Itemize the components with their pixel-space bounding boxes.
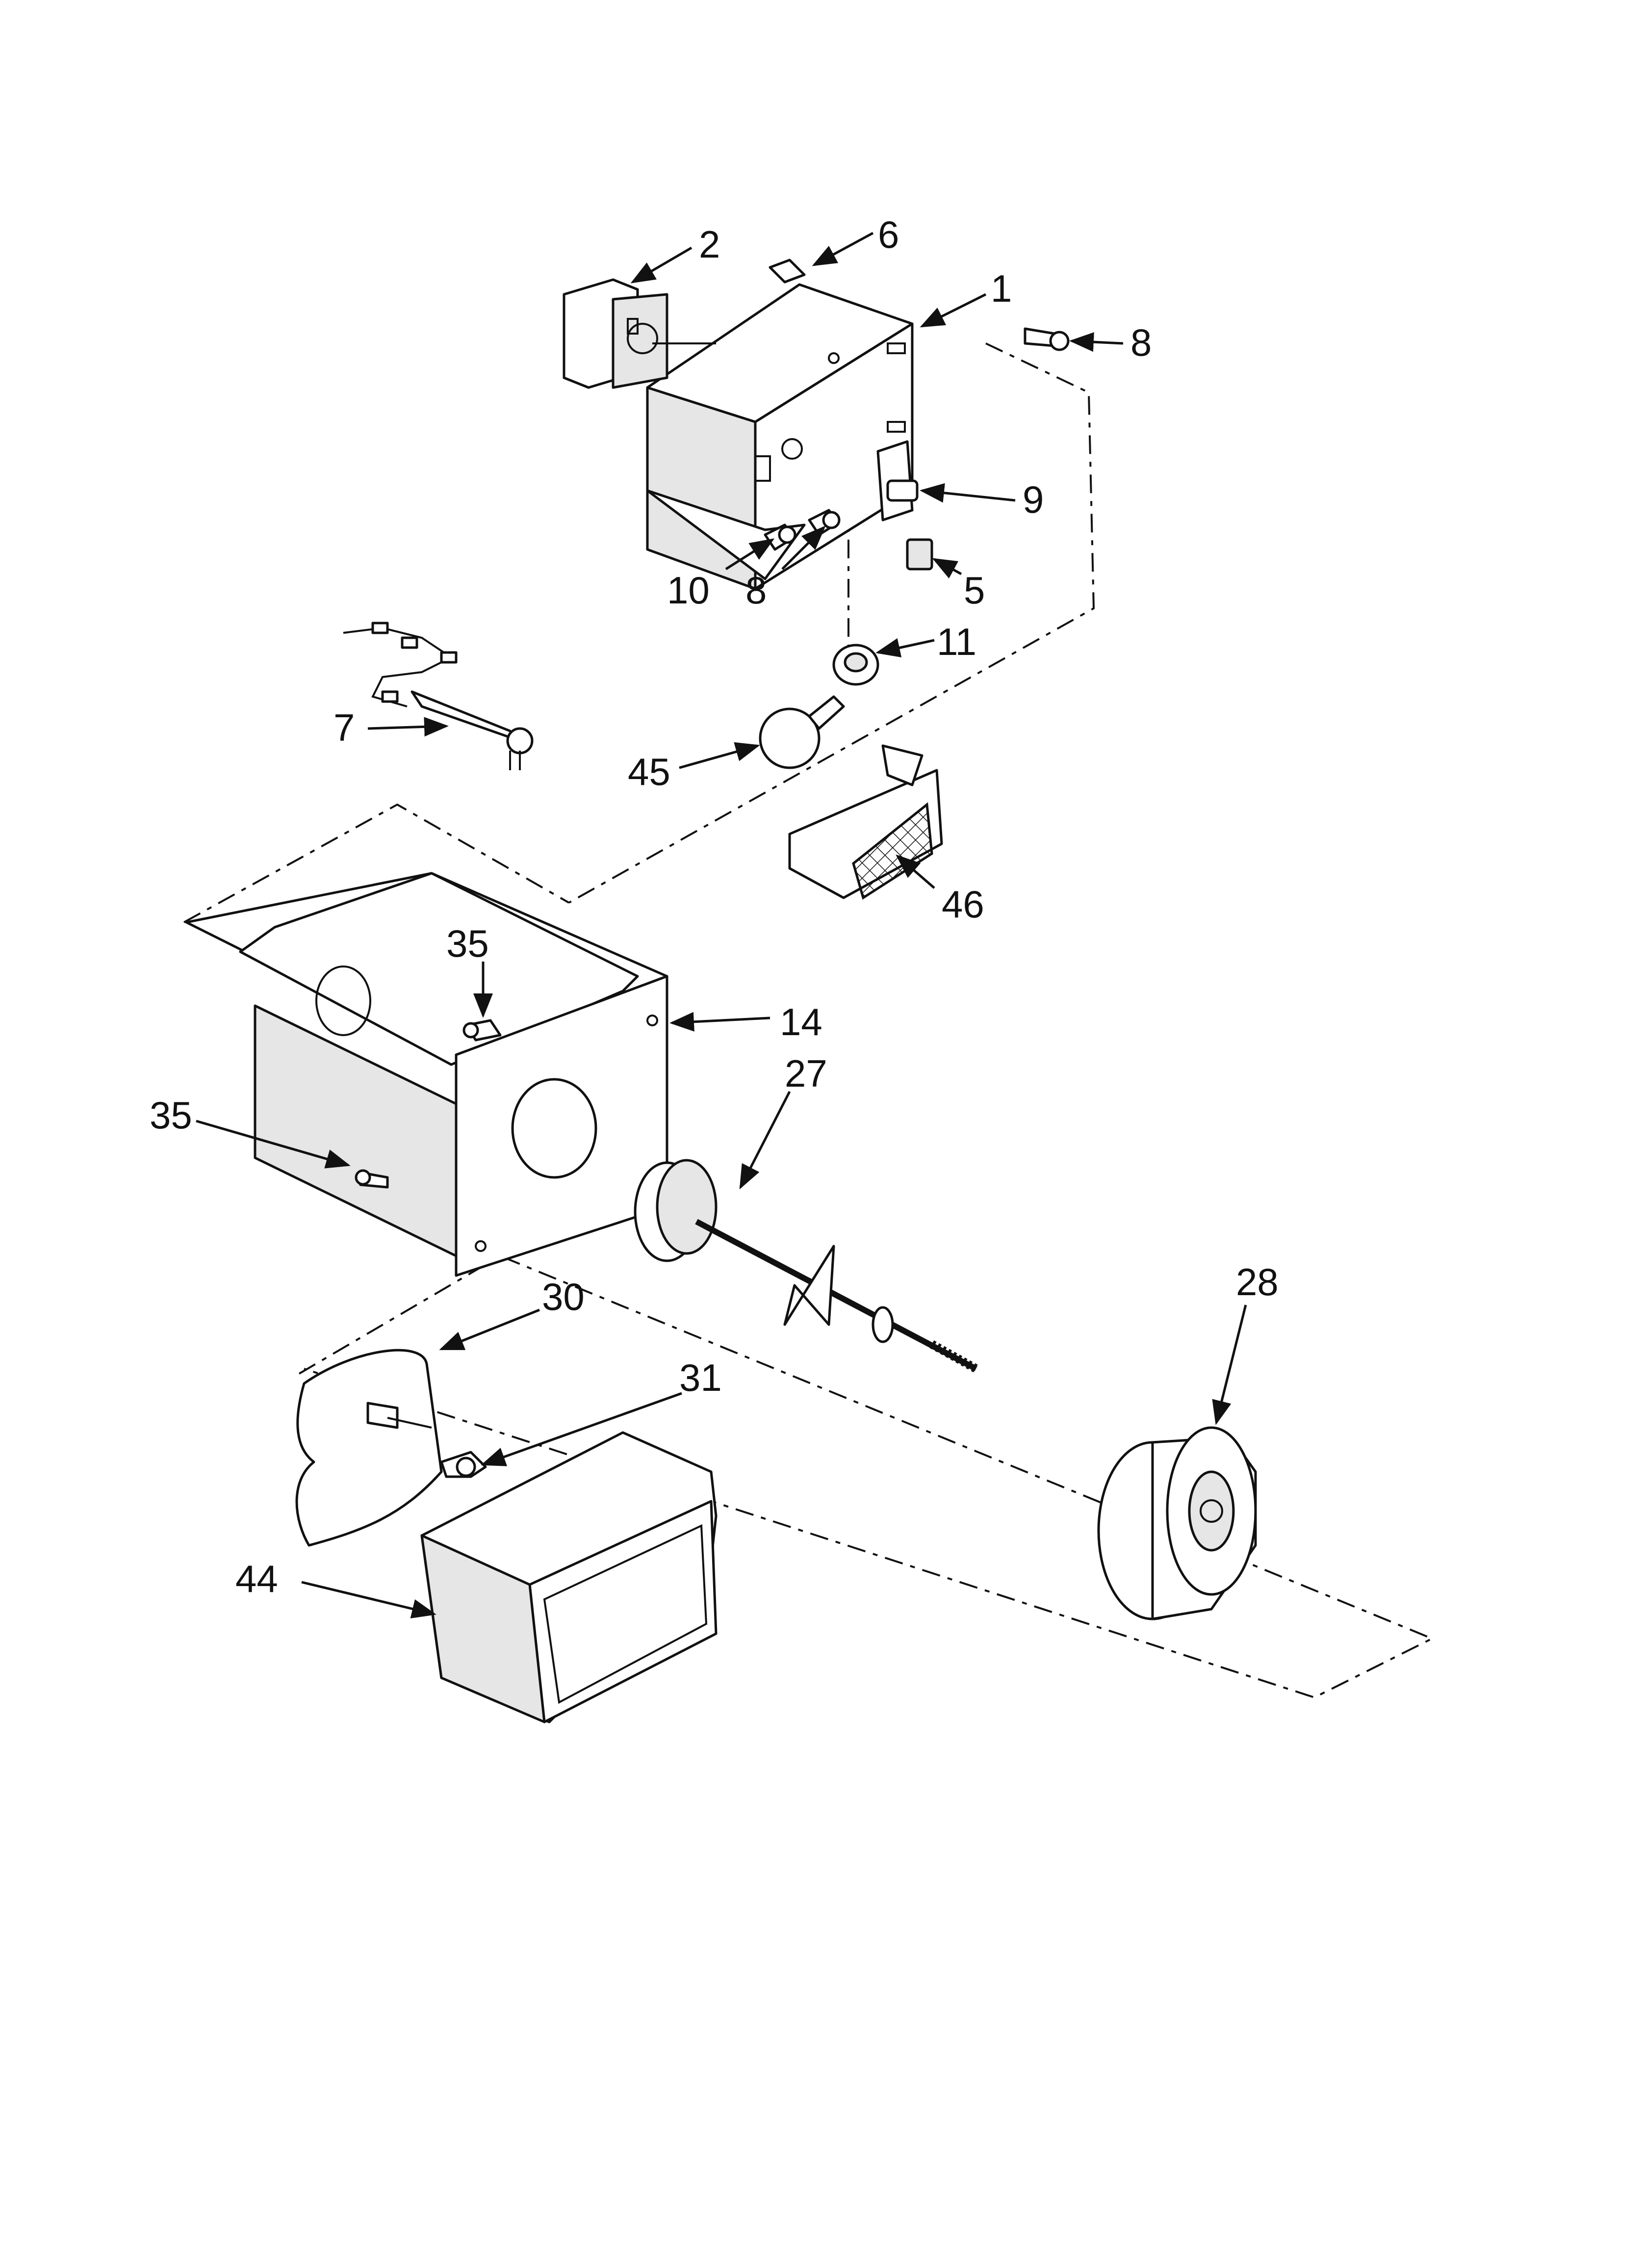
clip [769, 259, 806, 284]
callout-14: 14 [780, 1000, 822, 1043]
callout-28: 28 [1236, 1260, 1279, 1303]
callout-9: 9 [1023, 478, 1044, 521]
leader-1 [920, 293, 987, 328]
leader-28 [1212, 1304, 1247, 1425]
callout-30: 30 [542, 1275, 585, 1318]
leader-8a [1069, 332, 1124, 352]
callout-7: 7 [334, 706, 355, 749]
lamp-shield [788, 744, 943, 900]
leader-44 [301, 1581, 436, 1618]
callout-6: 6 [878, 213, 899, 256]
callout-35-outer: 35 [150, 1094, 192, 1137]
leader-6 [812, 232, 874, 266]
switch-actuator [906, 538, 933, 571]
leader-30 [439, 1308, 540, 1351]
screw-top-right [1024, 327, 1070, 351]
ice-bucket-front [420, 1431, 718, 1723]
callout-8-top: 8 [1130, 321, 1152, 364]
leader-11 [875, 638, 935, 657]
leader-27 [739, 1091, 791, 1190]
callout-10: 10 [667, 569, 710, 612]
leader-31 [481, 1392, 682, 1466]
light-bulb [759, 695, 845, 769]
screw-35-outer [355, 1169, 389, 1189]
callout-31: 31 [679, 1356, 722, 1399]
switch [876, 440, 919, 521]
leader-8b [781, 525, 826, 570]
callout-46: 46 [942, 883, 984, 926]
motor [563, 278, 716, 389]
lamp-socket [832, 644, 879, 686]
assembly-plane-middle [183, 803, 569, 923]
leader-45 [679, 742, 760, 769]
wire-harness [343, 622, 534, 770]
leader-14 [669, 1012, 770, 1032]
callout-27: 27 [785, 1052, 827, 1095]
nut [440, 1451, 487, 1478]
auger-housing [185, 872, 668, 1277]
callout-1: 1 [991, 267, 1012, 310]
leader-10 [725, 538, 775, 571]
assembly-plane-upper [568, 342, 1095, 904]
leader-7 [367, 717, 449, 737]
callout-5: 5 [964, 569, 985, 612]
callout-8-lower: 8 [745, 569, 767, 612]
leader-35b [196, 1120, 351, 1169]
leader-9 [920, 483, 1016, 503]
leader-2 [630, 246, 693, 284]
callout-35-inner: 35 [446, 922, 489, 965]
callout-2: 2 [699, 223, 720, 266]
auger [634, 1159, 978, 1373]
leader-5 [932, 558, 962, 579]
screw-35-inner [462, 1019, 502, 1042]
screw-10 [764, 523, 796, 551]
gear-cover [295, 1349, 443, 1547]
callout-45: 45 [628, 750, 670, 793]
callout-11: 11 [937, 620, 976, 663]
leader-46 [896, 854, 935, 889]
drive-wheel [1097, 1426, 1257, 1620]
callout-44: 44 [235, 1557, 278, 1600]
